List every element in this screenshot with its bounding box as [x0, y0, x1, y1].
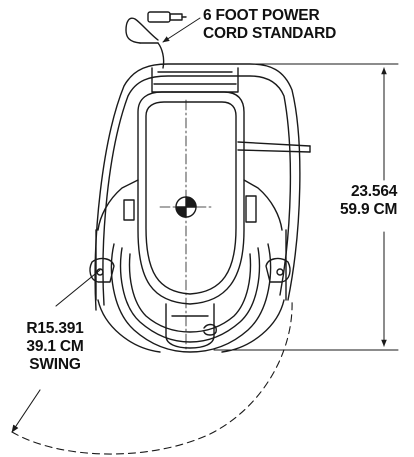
power-cord	[125, 11, 187, 69]
power-cord-callout: 6 FOOT POWER CORD STANDARD	[203, 7, 336, 43]
swing-radius-inches: R15.391	[26, 320, 84, 337]
height-dimension	[213, 63, 399, 351]
swing-radius-cm: 39.1 CM	[26, 338, 84, 355]
bottom-lug	[165, 303, 217, 349]
height-callout: 23.564 59.9 CM	[340, 183, 397, 219]
top-cap	[151, 67, 239, 93]
height-cm: 59.9 CM	[340, 201, 398, 218]
power-cord-callout-line1: 6 FOOT POWER	[203, 7, 320, 24]
cord-leader-line	[162, 17, 201, 43]
center-lines	[159, 99, 213, 351]
main-housing	[137, 91, 245, 305]
height-inches: 23.564	[350, 183, 398, 200]
power-cord-callout-line2: CORD STANDARD	[203, 25, 337, 42]
side-rod	[237, 141, 311, 153]
swing-label: SWING	[29, 356, 81, 373]
frame-outline	[94, 63, 301, 311]
swing-arc	[11, 269, 293, 455]
drum-wheel	[95, 179, 287, 353]
swing-radius-callout: R15.391 39.1 CM SWING	[22, 320, 88, 374]
